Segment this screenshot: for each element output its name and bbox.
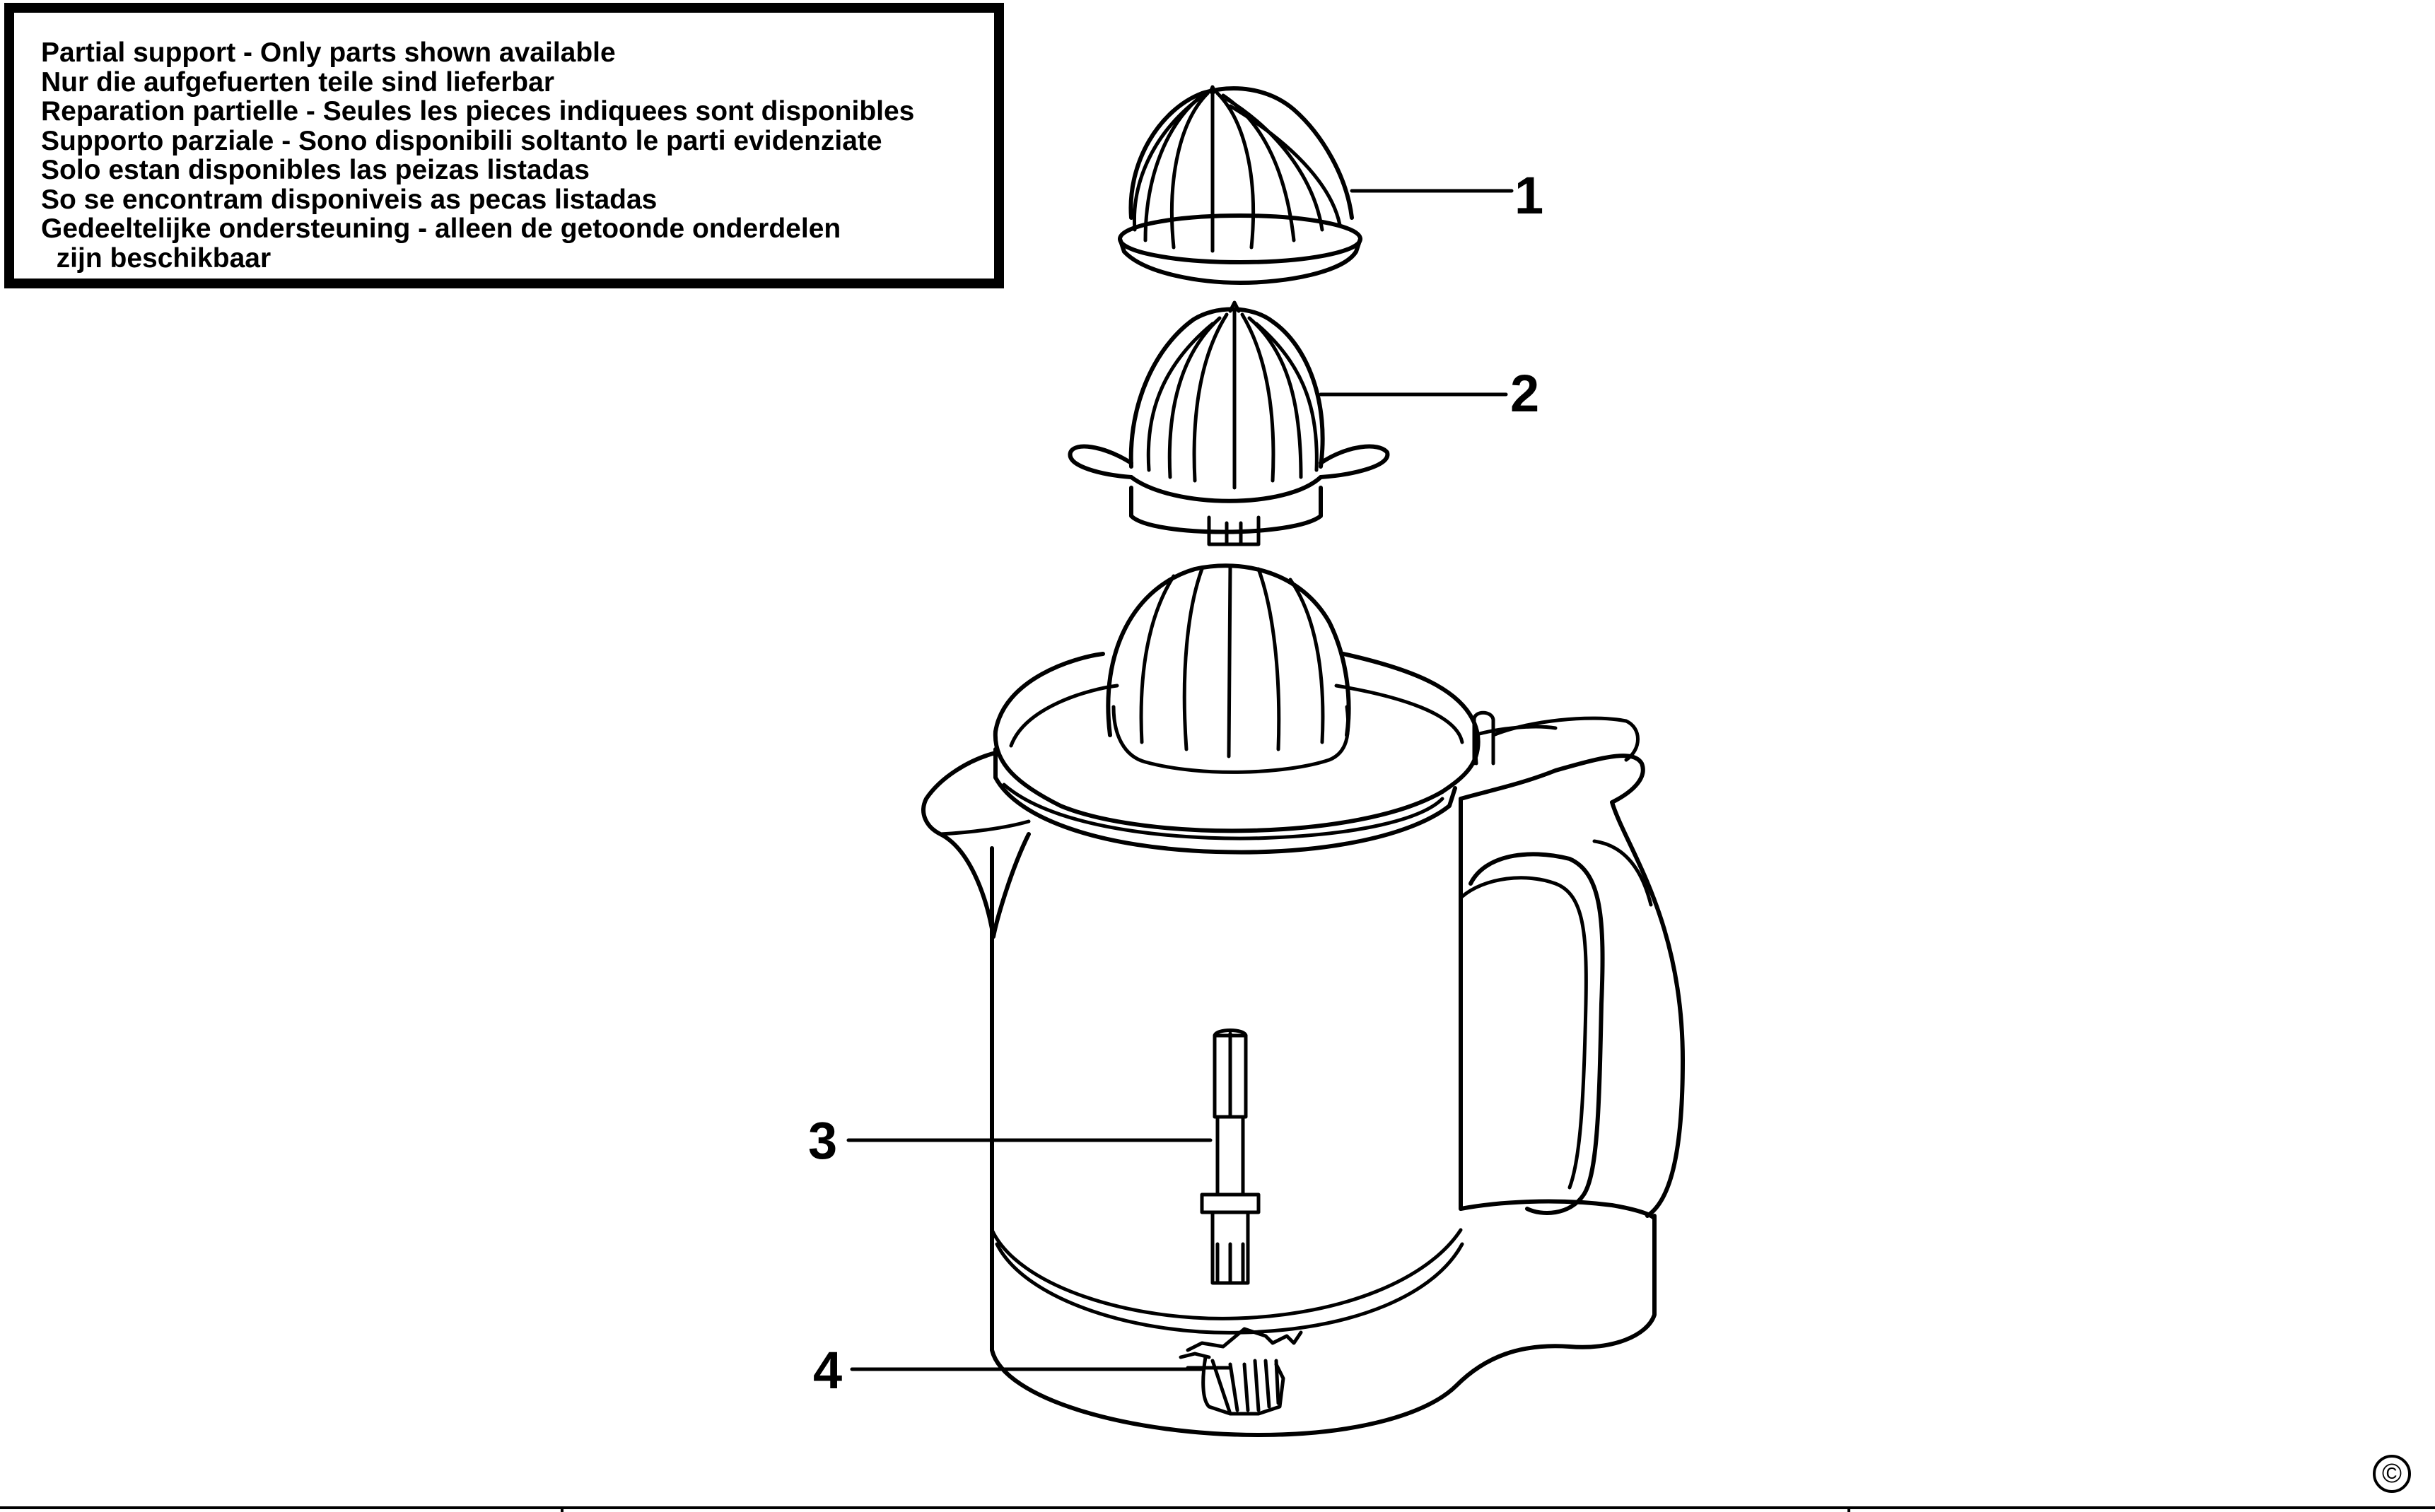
callout-1: 1 (1514, 166, 1544, 225)
notice-line-en: Partial support - Only parts shown avail… (41, 37, 616, 68)
notice-line-de: Nur die aufgefuerten teile sind lieferba… (41, 66, 554, 98)
callout-3: 3 (808, 1111, 838, 1170)
part-3-drive-shaft (1202, 1031, 1259, 1284)
notice-lines: Partial support - Only parts shown avail… (41, 38, 914, 273)
part-4-switch (1181, 1329, 1301, 1414)
part-2-large-reamer-cone (1070, 303, 1388, 544)
partial-support-notice: Partial support - Only parts shown avail… (4, 3, 1004, 288)
notice-line-nl-cont: zijn beschikbaar (41, 242, 271, 274)
callout-4: 4 (813, 1341, 843, 1400)
callout-2: 2 (1510, 364, 1540, 423)
notice-line-it: Supporto parziale - Sono disponibili sol… (41, 125, 882, 156)
notice-line-fr: Reparation partielle - Seules les pieces… (41, 96, 915, 127)
notice-line-nl: Gedeeltelijke ondersteuning - alleen de … (41, 213, 841, 244)
copyright-icon: © (2373, 1455, 2411, 1493)
part-1-small-reamer-cone (1120, 87, 1360, 283)
callout-leaders (848, 191, 1512, 1369)
juicer-body (923, 565, 1683, 1435)
notice-line-pt: So se encontram disponiveis as pecas lis… (41, 184, 658, 215)
notice-line-es: Solo estan disponibles las peizas listad… (41, 155, 590, 185)
bottom-frame (0, 1508, 2435, 1512)
